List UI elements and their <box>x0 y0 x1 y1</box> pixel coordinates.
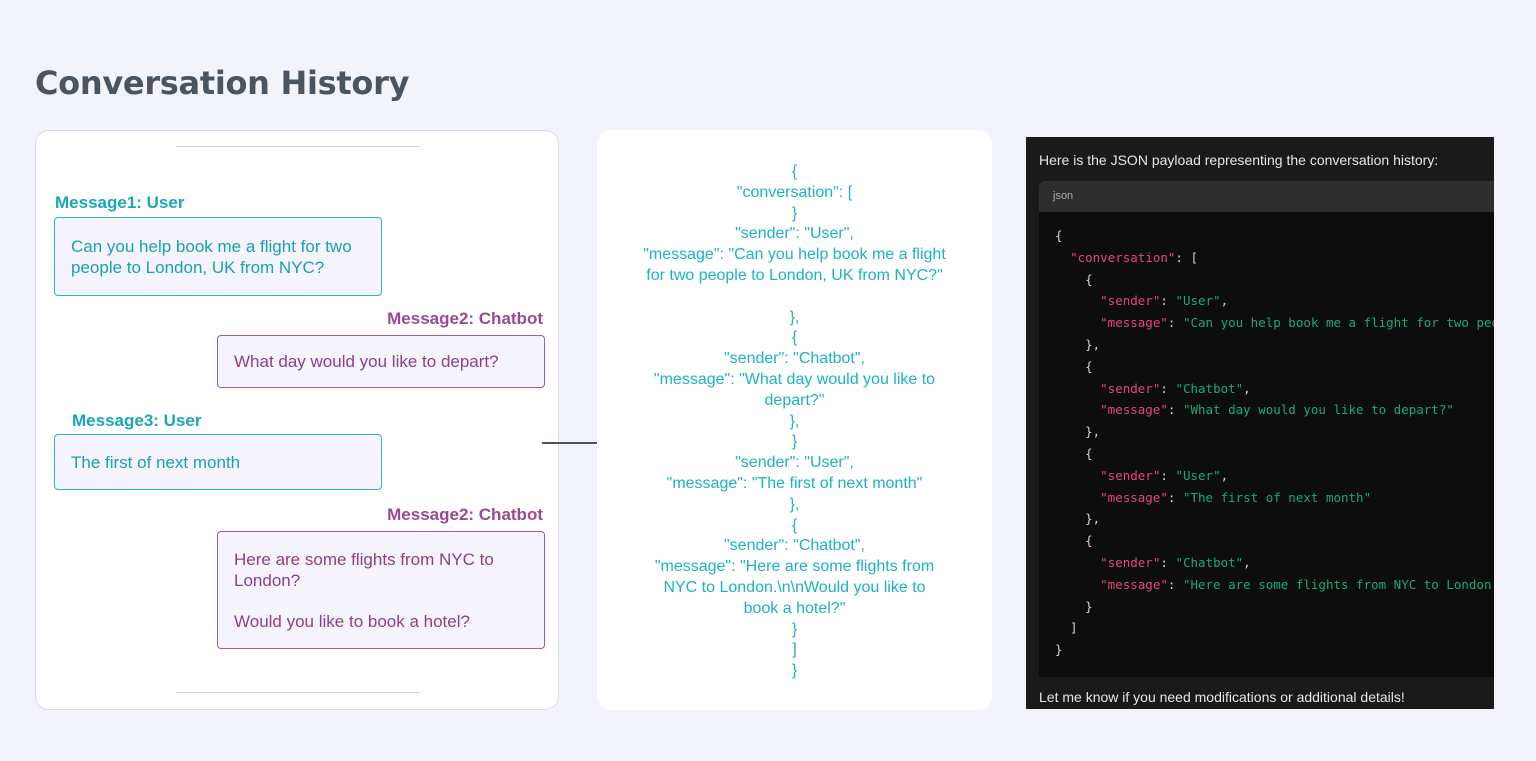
json-text-line: { <box>791 163 798 180</box>
page-title: Conversation History <box>35 64 410 102</box>
json-text-line: "conversation": [ <box>736 183 853 201</box>
code-line: { <box>1055 446 1093 461</box>
message-label: Message1: User <box>55 193 185 212</box>
json-text-line: for two people to London, UK from NYC?" <box>646 267 943 284</box>
json-text-line: }, <box>789 308 800 326</box>
code-line: "conversation": [ <box>1070 249 1199 265</box>
json-text-line: }, <box>789 412 800 430</box>
response-outro-text: Let me know if you need modifications or… <box>1039 689 1405 705</box>
code-line: } <box>1055 598 1093 614</box>
code-line: } <box>1055 642 1063 658</box>
json-panel: { "conversation": [} "sender": "User", "mes… <box>597 130 992 710</box>
json-text-line: ] <box>792 641 797 659</box>
code-block-header: json <box>1039 181 1494 212</box>
message-label: Message2: Chatbot <box>387 309 543 328</box>
bubble-text: The first of next month <box>71 452 241 472</box>
code-line: "message": "Here are some flights from N… <box>1100 576 1494 592</box>
json-text-line: "sender": "User", <box>735 454 854 472</box>
code-line: "sender": "Chatbot", <box>1100 380 1251 396</box>
code-line: "message": "What day would you like to d… <box>1100 402 1454 418</box>
json-text-line: "message": "Here are some flights from <box>654 558 935 576</box>
code-response-panel: Here is the JSON payload representing th… <box>1026 137 1494 709</box>
json-text-line: } <box>791 433 798 451</box>
chat-bubble-chatbot: What day would you like to depart? <box>217 335 545 388</box>
chat-panel: Message1: User Can you help book me a fl… <box>35 130 559 710</box>
code-line: "message": "The first of next month" <box>1100 489 1372 505</box>
json-text-line: } <box>791 662 798 680</box>
code-line: { <box>1055 271 1093 287</box>
json-text-line: NYC to London.\n\nWould you like to <box>663 579 926 596</box>
code-line: "sender": "User", <box>1100 467 1229 483</box>
json-text-line: } <box>791 204 798 222</box>
json-text-line: }, <box>789 495 800 513</box>
json-text-line: { <box>791 329 798 347</box>
chat-bubble-user: Can you help book me a flight for two pe… <box>54 217 382 296</box>
code-line: { <box>1055 228 1063 243</box>
code-line: "sender": "Chatbot", <box>1100 555 1251 570</box>
json-text-line: "message": "Can you help book me a fligh… <box>643 246 946 264</box>
code-line: "message": "Can you help book me a fligh… <box>1100 315 1494 331</box>
json-text-line: "sender": "Chatbot", <box>723 350 865 368</box>
json-text-line: } <box>791 620 798 638</box>
bottom-divider <box>176 692 420 693</box>
json-text-line: "message": "What day would you like to <box>653 371 936 388</box>
json-text-line: "sender": "Chatbot", <box>723 537 865 555</box>
message-label: Message3: User <box>72 411 202 430</box>
bubble-text: Here are some flights from NYC to <box>234 549 494 569</box>
bubble-text: London? <box>234 570 301 590</box>
code-line: { <box>1055 358 1093 374</box>
json-text-line: { <box>791 516 798 534</box>
json-text-line: "message": "The first of next month" <box>666 475 923 492</box>
code-line: "sender": "User", <box>1100 293 1229 309</box>
code-line: }, <box>1055 511 1101 527</box>
json-text-line: depart?" <box>764 391 825 409</box>
top-divider <box>176 146 420 147</box>
bubble-text: Would you like to book a hotel? <box>234 611 470 631</box>
code-line: }, <box>1055 337 1101 352</box>
code-block: { "conversation": [ { "sender": "User", … <box>1039 212 1494 677</box>
code-line: ] <box>1055 620 1078 636</box>
message-label: Message2: Chatbot <box>387 505 543 524</box>
code-line: }, <box>1055 424 1101 440</box>
chat-bubble-chatbot: Here are some flights from NYC to London… <box>217 531 545 649</box>
json-text-line: "sender": "User", <box>735 225 854 243</box>
code-language-label: json <box>1053 190 1074 202</box>
json-text-line: book a hotel?" <box>743 599 846 617</box>
response-intro-text: Here is the JSON payload representing th… <box>1039 152 1439 168</box>
bubble-text: What day would you like to depart? <box>234 352 499 371</box>
bubble-text: Can you help book me a flight for two <box>71 236 352 256</box>
chat-bubble-user: The first of next month <box>54 434 382 490</box>
bubble-text: people to London, UK from NYC? <box>71 257 325 277</box>
code-line: { <box>1055 533 1093 549</box>
